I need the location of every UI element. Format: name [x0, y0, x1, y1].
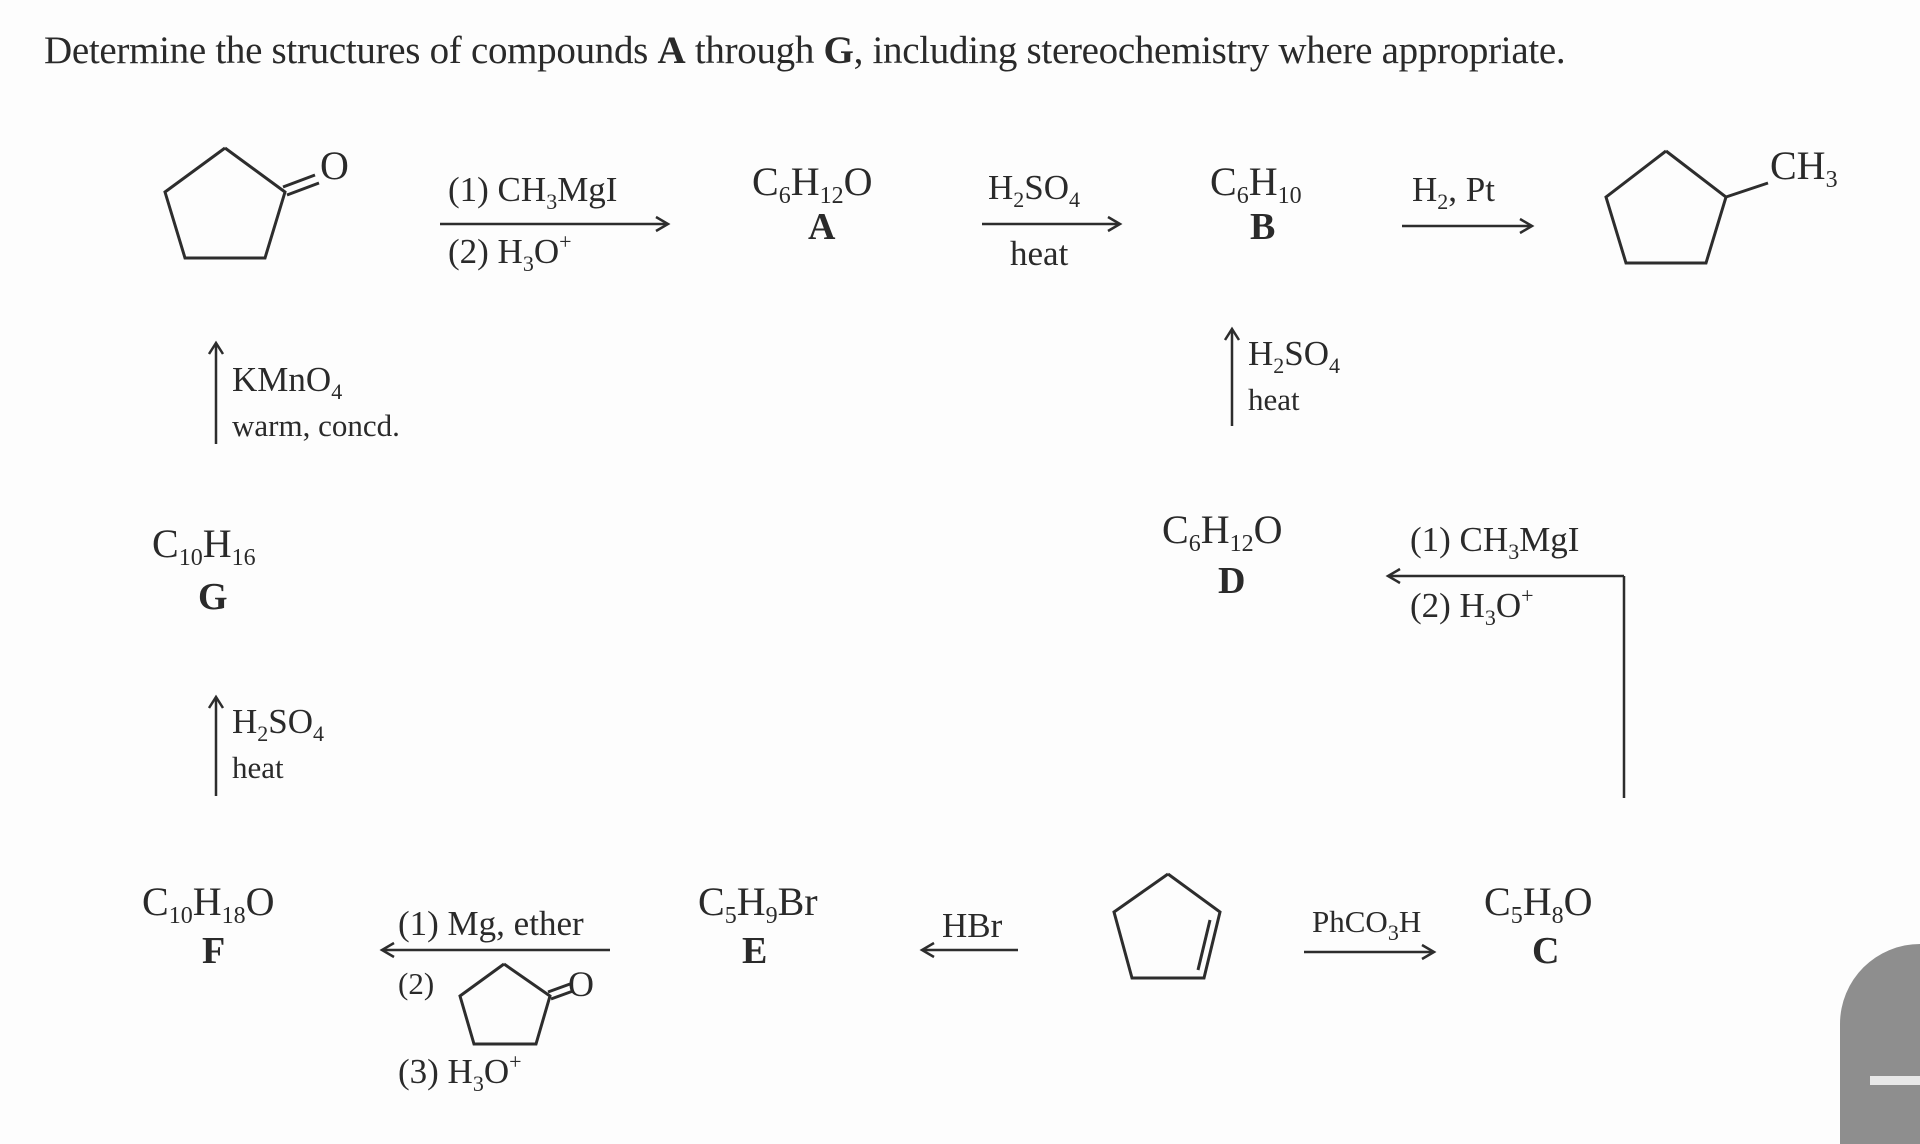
- cyclopentanone-structure: [163, 146, 320, 260]
- arrow-left-elbow-icon: [1385, 567, 1626, 798]
- reagent-step3-h3o: (3) H3O+: [398, 1049, 522, 1096]
- reagent-step2-h3o: (2) H3O+: [1410, 583, 1534, 630]
- reagent-hbr: HBr: [942, 906, 1003, 945]
- compound-a-label: A: [808, 206, 836, 248]
- reagent-step1-ch3mgi: (1) CH3MgI: [1410, 520, 1580, 564]
- reagent-warm-concd: warm, concd.: [232, 408, 400, 443]
- compound-f-label: F: [202, 930, 226, 972]
- oxygen-atom-label: O: [320, 143, 349, 188]
- reagent-h2-pt: H2, Pt: [1412, 170, 1495, 214]
- arrow-right-icon: [982, 215, 1123, 233]
- compound-g-label: G: [198, 576, 228, 618]
- reagent-phco3h: PhCO3H: [1312, 904, 1422, 945]
- reagent-h2so4: H2SO4: [988, 168, 1081, 212]
- reagent-step2-h3o: (2) H3O+: [448, 229, 572, 276]
- reagent-heat: heat: [1248, 382, 1300, 417]
- compound-d-formula: C6H12O: [1162, 507, 1283, 557]
- problem-text: , including stereochemistry where approp…: [853, 29, 1566, 72]
- compound-ref-a: A: [657, 29, 686, 72]
- reagent-h2so4: H2SO4: [232, 702, 325, 746]
- floating-panel-handle[interactable]: [1840, 944, 1920, 1144]
- compound-b-formula: C6H10: [1210, 159, 1302, 209]
- arrow-left-icon: [379, 941, 610, 959]
- cyclopentanone-reagent-structure: [458, 962, 574, 1046]
- reagent-step2-label: (2): [398, 966, 435, 1001]
- compound-a-formula: C6H12O: [752, 159, 873, 209]
- reagent-heat: heat: [232, 750, 284, 785]
- arrow-up-icon: [1223, 326, 1241, 426]
- cyclopentene-structure: [1112, 872, 1222, 980]
- compound-g-formula: C10H16: [152, 521, 256, 571]
- compound-f-formula: C10H18O: [142, 879, 275, 929]
- compound-e-label: E: [742, 930, 768, 972]
- problem-statement: Determine the structures of compounds A …: [44, 28, 1566, 73]
- compound-d-label: D: [1218, 560, 1246, 602]
- drag-handle-icon[interactable]: [1870, 1076, 1920, 1085]
- oxygen-atom-label: O: [568, 964, 594, 1004]
- problem-text: through: [685, 29, 824, 72]
- compound-b-label: B: [1250, 206, 1276, 248]
- compound-c-label: C: [1532, 930, 1560, 972]
- arrow-right-icon: [1304, 943, 1437, 961]
- reagent-step1-mg-ether: (1) Mg, ether: [398, 904, 584, 943]
- arrow-right-icon: [440, 215, 671, 233]
- problem-text: Determine the structures of compounds: [44, 29, 658, 72]
- arrow-up-icon: [207, 694, 225, 796]
- reagent-kmno4: KMnO4: [232, 360, 343, 404]
- methylcyclopentane-structure: [1604, 149, 1769, 265]
- reagent-step1-ch3mgi: (1) CH3MgI: [448, 170, 618, 214]
- compound-e-formula: C5H9Br: [698, 879, 818, 929]
- arrow-up-icon: [207, 340, 225, 444]
- reagent-h2so4: H2SO4: [1248, 334, 1341, 378]
- arrow-right-icon: [1402, 217, 1535, 235]
- compound-c-formula: C5H8O: [1484, 879, 1593, 929]
- reagent-heat: heat: [1010, 234, 1069, 273]
- compound-ref-g: G: [823, 29, 854, 72]
- arrow-left-icon: [919, 941, 1018, 959]
- methyl-group-label: CH3: [1770, 143, 1838, 193]
